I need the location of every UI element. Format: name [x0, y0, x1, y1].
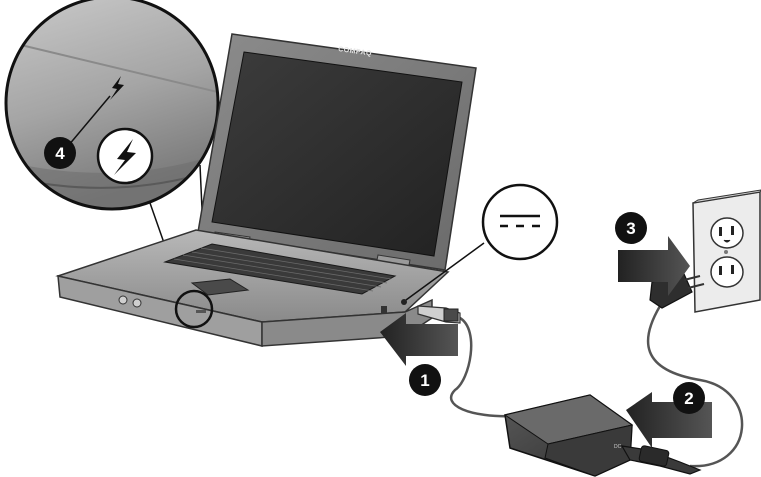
- callout-2-label: 2: [684, 389, 693, 408]
- dc-cable: [451, 318, 515, 416]
- outlet-socket-top: [711, 218, 743, 248]
- callout-3: 3: [615, 212, 647, 244]
- zoom-callout: [0, 0, 230, 230]
- wall-outlet: [693, 190, 761, 312]
- adapter-label: DC: [614, 444, 622, 450]
- callout-4: 4: [44, 137, 76, 169]
- front-button-2: [133, 299, 141, 307]
- outlet-screw: [724, 250, 728, 254]
- callout-1: 1: [409, 364, 441, 396]
- callout-1-label: 1: [420, 371, 429, 390]
- front-button-1: [119, 296, 127, 304]
- laptop-screen: [212, 52, 462, 256]
- ac-cord-plug-adapter: [622, 445, 700, 474]
- callout-3-label: 3: [626, 219, 635, 238]
- callout-2: 2: [673, 382, 705, 414]
- ac-adapter: DC: [505, 395, 632, 476]
- outlet-socket-bottom: [711, 257, 743, 287]
- front-power-led: [196, 310, 206, 313]
- side-port: [381, 306, 387, 314]
- callout-4-label: 4: [55, 144, 65, 163]
